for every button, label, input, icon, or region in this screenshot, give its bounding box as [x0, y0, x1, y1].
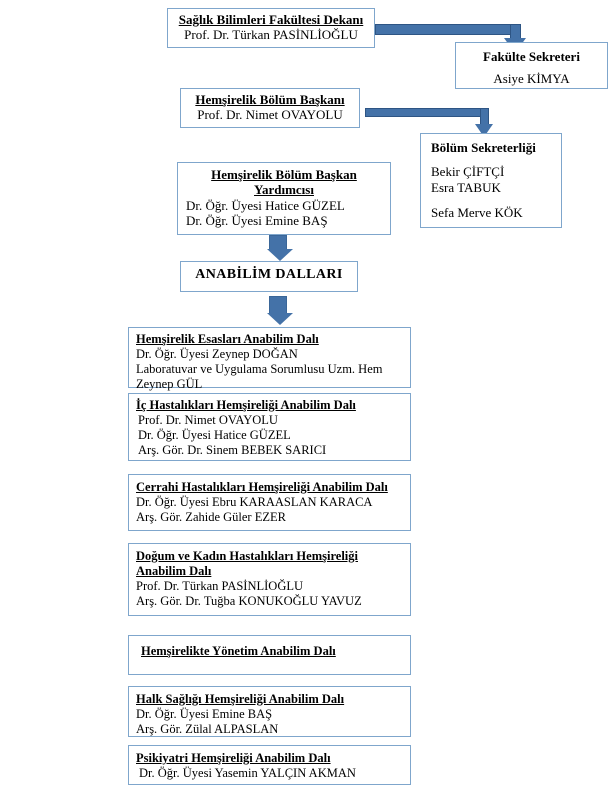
- node-department-secretariat-person: Esra TABUK: [431, 179, 501, 195]
- node-dean: Sağlık Bilimleri Fakültesi Dekanı Prof. …: [167, 8, 375, 48]
- division-title: Hemşirelik Esasları Anabilim Dalı: [136, 332, 319, 346]
- division-person: Arş. Gör. Zahide Güler EZER: [136, 509, 286, 524]
- node-department-head-title: Hemşirelik Bölüm Başkanı: [195, 92, 345, 107]
- division-title: Cerrahi Hastalıkları Hemşireliği Anabili…: [136, 480, 388, 494]
- division-person: Arş. Gör. Zülal ALPASLAN: [136, 721, 279, 736]
- division-person: Zeynep GÜL: [136, 376, 203, 391]
- division-title: Psikiyatri Hemşireliği Anabilim Dalı: [136, 751, 331, 765]
- division-person: Dr. Öğr. Üyesi Ebru KARAASLAN KARACA: [136, 494, 373, 509]
- node-deputy-head-title-line2: Yardımcısı: [254, 182, 314, 198]
- division-person: Dr. Öğr. Üyesi Yasemin YALÇIN AKMAN: [139, 765, 356, 780]
- node-faculty-secretary: Fakülte Sekreteri Asiye KİMYA: [455, 42, 608, 89]
- division-person: Dr. Öğr. Üyesi Hatice GÜZEL: [138, 427, 291, 442]
- division-title: Halk Sağlığı Hemşireliği Anabilim Dalı: [136, 692, 345, 706]
- node-faculty-secretary-person: Asiye KİMYA: [493, 71, 570, 87]
- division-box: İç Hastalıkları Hemşireliği Anabilim Dal…: [128, 393, 411, 461]
- division-person: Arş. Gör. Dr. Sinem BEBEK SARICI: [138, 442, 327, 457]
- node-department-head: Hemşirelik Bölüm Başkanı Prof. Dr. Nimet…: [180, 88, 360, 128]
- division-title: Doğum ve Kadın Hastalıkları Hemşireliği: [136, 549, 358, 563]
- division-box: Cerrahi Hastalıkları Hemşireliği Anabili…: [128, 474, 411, 531]
- node-deputy-head-title-line1: Hemşirelik Bölüm Başkan: [211, 167, 357, 182]
- node-department-secretariat-person: Sefa Merve KÖK: [431, 204, 523, 220]
- node-department-secretariat-person: Bekir ÇİFTÇİ: [431, 164, 505, 180]
- division-box: Hemşirelik Esasları Anabilim Dalı Dr. Öğ…: [128, 327, 411, 391]
- node-divisions-header-title: ANABİLİM DALLARI: [195, 267, 343, 282]
- node-department-head-person: Prof. Dr. Nimet OVAYOLU: [197, 107, 343, 123]
- node-deputy-head-person: Dr. Öğr. Üyesi Emine BAŞ: [186, 213, 328, 229]
- division-title-line2: Anabilim Dalı: [136, 563, 212, 578]
- division-person: Arş. Gör. Dr. Tuğba KONUKOĞLU YAVUZ: [136, 593, 362, 608]
- node-department-secretariat: Bölüm Sekreterliği Bekir ÇİFTÇİ Esra TAB…: [420, 133, 562, 228]
- division-box: Hemşirelikte Yönetim Anabilim Dalı: [128, 635, 411, 675]
- node-dean-person: Prof. Dr. Türkan PASİNLİOĞLU: [184, 27, 358, 43]
- division-title: İç Hastalıkları Hemşireliği Anabilim Dal…: [136, 398, 356, 412]
- node-deputy-head: Hemşirelik Bölüm Başkan Yardımcısı Dr. Ö…: [177, 162, 391, 235]
- node-divisions-header: ANABİLİM DALLARI: [180, 261, 358, 292]
- division-person: Dr. Öğr. Üyesi Zeynep DOĞAN: [136, 346, 298, 361]
- division-box: Doğum ve Kadın Hastalıkları Hemşireliği …: [128, 543, 411, 616]
- node-deputy-head-person: Dr. Öğr. Üyesi Hatice GÜZEL: [186, 197, 345, 213]
- division-box: Psikiyatri Hemşireliği Anabilim Dalı Dr.…: [128, 745, 411, 785]
- division-person: Prof. Dr. Nimet OVAYOLU: [138, 412, 278, 427]
- node-faculty-secretary-title: Fakülte Sekreteri: [483, 49, 580, 64]
- division-person: Laboratuvar ve Uygulama Sorumlusu Uzm. H…: [136, 361, 383, 376]
- division-person: Dr. Öğr. Üyesi Emine BAŞ: [136, 706, 273, 721]
- division-person: Prof. Dr. Türkan PASİNLİOĞLU: [136, 578, 304, 593]
- division-title: Hemşirelikte Yönetim Anabilim Dalı: [141, 644, 336, 658]
- division-box: Halk Sağlığı Hemşireliği Anabilim Dalı D…: [128, 686, 411, 737]
- node-department-secretariat-title: Bölüm Sekreterliği: [431, 140, 536, 155]
- node-dean-title: Sağlık Bilimleri Fakültesi Dekanı: [178, 12, 364, 27]
